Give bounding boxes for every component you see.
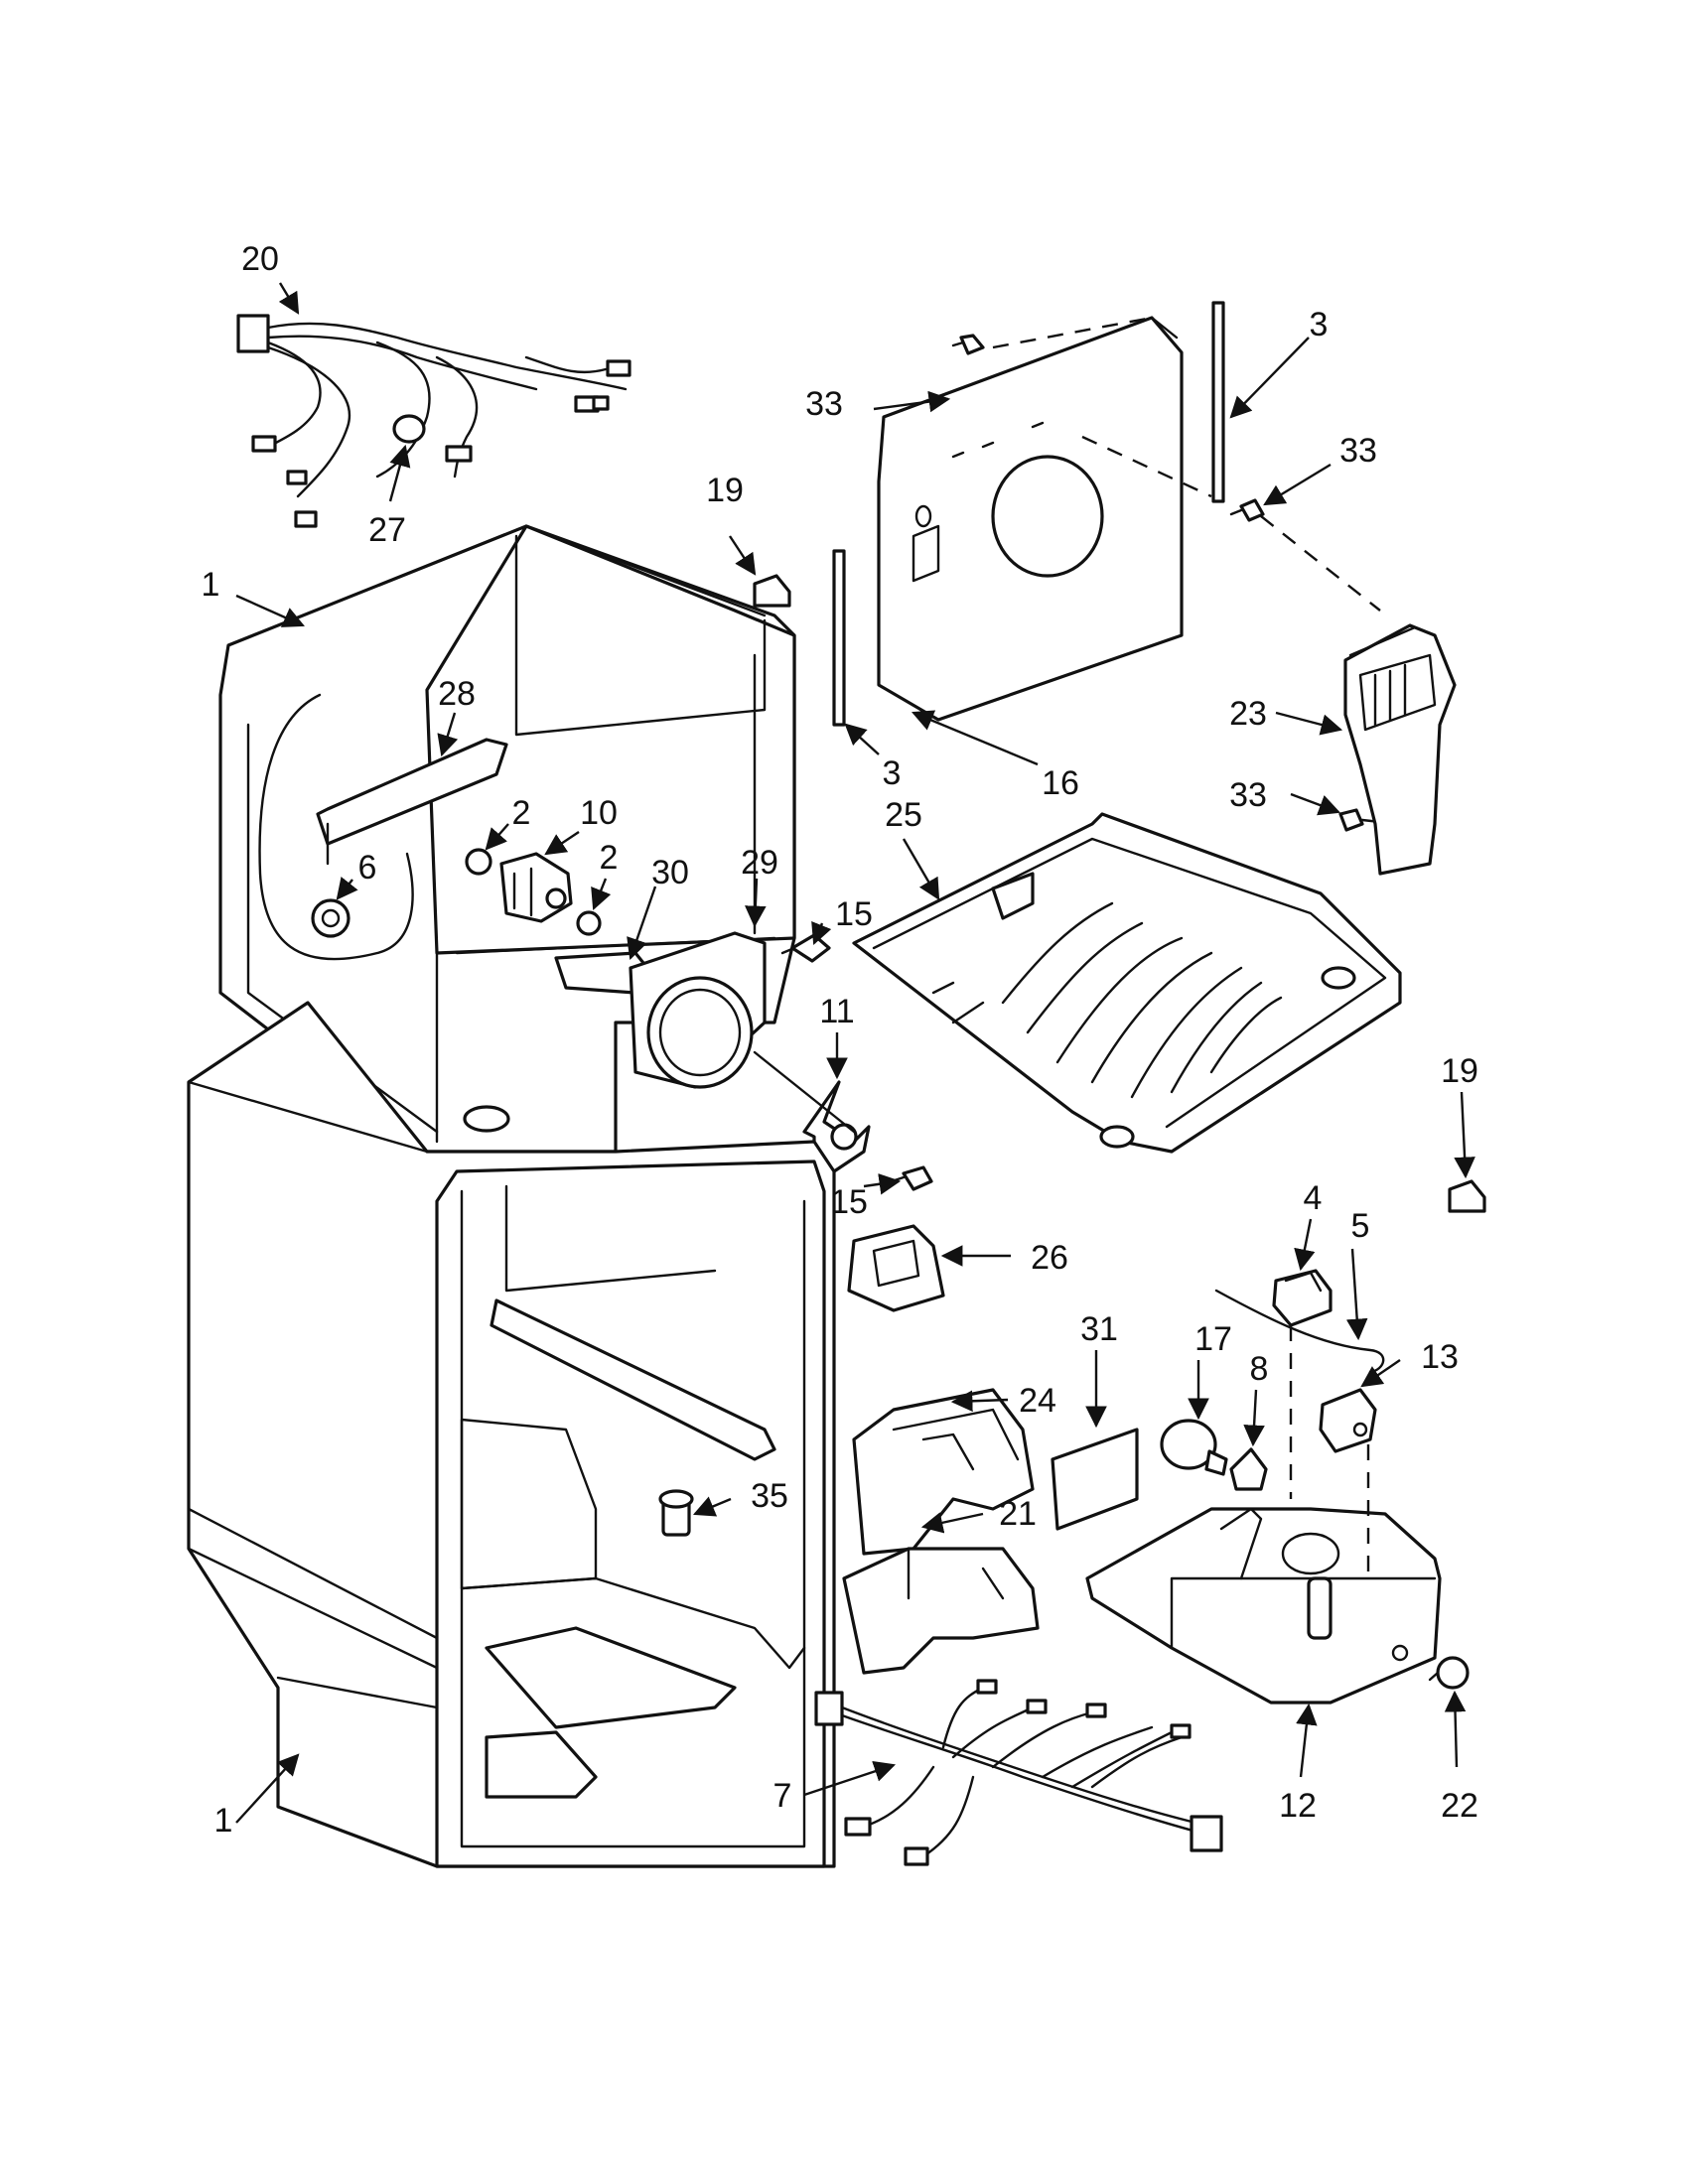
callout-8: 8 (1250, 1350, 1269, 1388)
air-duct-23 (1343, 623, 1457, 876)
callout-33-c: 33 (1229, 776, 1267, 814)
callout-10: 10 (580, 794, 618, 832)
callout-28: 28 (438, 675, 476, 713)
alignment-line-2 (1260, 515, 1381, 612)
shroud-24 (852, 1388, 1035, 1556)
gasket-3-b (832, 549, 846, 727)
plug-35 (658, 1489, 694, 1537)
callout-19-lower: 19 (1441, 1052, 1478, 1090)
callout-33-a: 33 (805, 385, 843, 423)
light-socket-4 (1272, 1269, 1333, 1327)
switch-13 (1319, 1388, 1377, 1453)
knob-8 (1229, 1447, 1268, 1491)
callout-3-lower: 3 (883, 754, 902, 792)
shroud-21 (842, 1547, 1040, 1675)
callout-33-b: 33 (1339, 432, 1377, 470)
upper-wire-harness (236, 314, 632, 528)
callout-15-upper: 15 (835, 895, 873, 933)
screw-33-b (1229, 498, 1265, 522)
callout-35: 35 (751, 1477, 788, 1515)
callout-24: 24 (1019, 1382, 1056, 1420)
evaporator-cover-16 (877, 316, 1184, 722)
callout-13: 13 (1421, 1338, 1459, 1376)
callout-16: 16 (1042, 764, 1079, 802)
gasket-3-a (1211, 301, 1225, 503)
callout-31: 31 (1080, 1310, 1118, 1348)
callout-4: 4 (1304, 1179, 1323, 1217)
callout-1-lower: 1 (214, 1802, 233, 1840)
callout-27: 27 (368, 511, 406, 549)
clip-19-a (753, 574, 791, 608)
lower-wire-harness-7 (814, 1679, 1223, 1866)
thermostat-10 (499, 852, 573, 923)
callout-30: 30 (651, 854, 689, 891)
damper-26 (847, 1224, 945, 1312)
callout-23: 23 (1229, 695, 1267, 733)
callout-20: 20 (241, 240, 279, 278)
control-housing-12 (1085, 1507, 1442, 1705)
alignment-line-3 (1081, 435, 1212, 498)
fan-shroud-29 (629, 931, 767, 1089)
leader-arrows (235, 282, 1475, 1824)
callout-5: 5 (1351, 1207, 1370, 1245)
callout-12: 12 (1279, 1787, 1317, 1825)
callout-2-b: 2 (600, 839, 619, 877)
knob-22 (1428, 1656, 1470, 1690)
callout-21: 21 (999, 1495, 1037, 1533)
switch-6 (311, 898, 351, 938)
callout-26: 26 (1031, 1239, 1068, 1277)
callout-29: 29 (741, 844, 778, 882)
refrigerator-cabinet (187, 1001, 836, 1868)
callout-1-upper: 1 (202, 566, 220, 604)
clip-2-a (465, 848, 492, 876)
callout-11: 11 (819, 993, 854, 1030)
callout-7: 7 (773, 1777, 792, 1815)
clip-19-b (1448, 1179, 1486, 1213)
callout-19-upper: 19 (706, 472, 744, 509)
plate-31 (1051, 1428, 1139, 1531)
callout-6: 6 (358, 849, 377, 887)
light-bulb-17 (1160, 1419, 1228, 1476)
clip-2-b (576, 910, 602, 936)
callout-3-upper: 3 (1310, 306, 1329, 343)
drip-tray-25 (852, 812, 1402, 1154)
callout-22: 22 (1441, 1787, 1478, 1825)
wire-5 (1214, 1289, 1385, 1374)
bracket-28 (316, 738, 508, 866)
screw-15-b (884, 1165, 933, 1191)
callout-labels: 20 27 1 28 2 10 2 6 30 29 19 33 3 33 3 1… (202, 240, 1478, 1840)
screw-33-a (951, 334, 985, 355)
callout-15-lower: 15 (830, 1183, 868, 1221)
callout-17: 17 (1194, 1320, 1232, 1358)
callout-2-a: 2 (512, 794, 531, 832)
callout-25: 25 (885, 796, 922, 834)
